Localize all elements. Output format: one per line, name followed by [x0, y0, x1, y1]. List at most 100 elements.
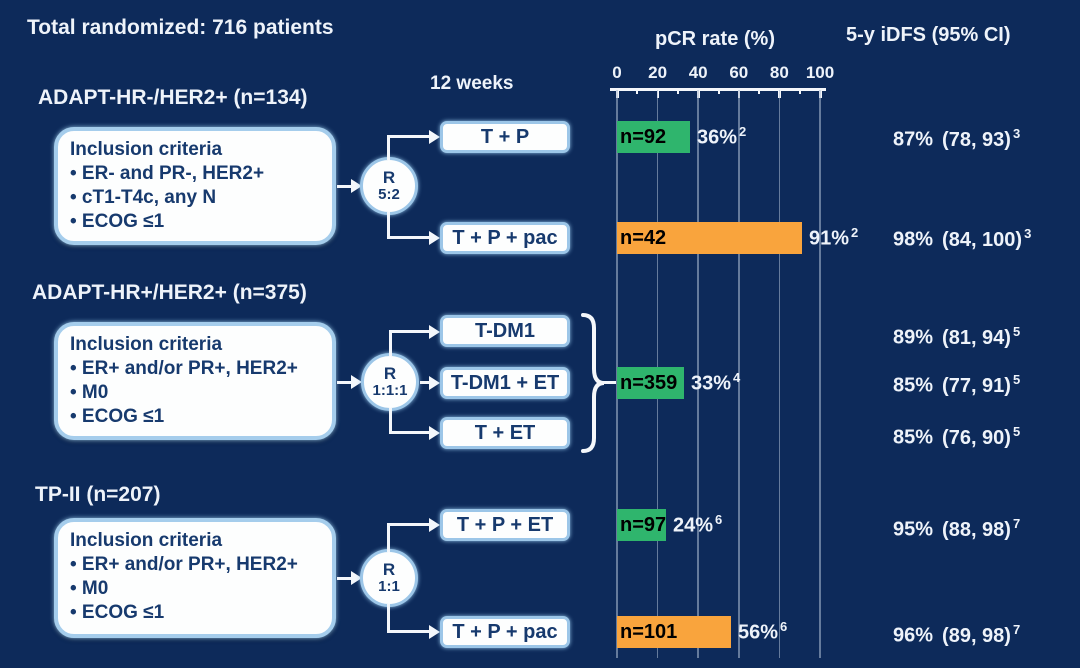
randomization-circle: R 1:1:1	[361, 353, 419, 411]
randomization-ratio: 1:1:1	[372, 382, 408, 400]
gridline	[819, 90, 821, 658]
inclusion-item: • M0	[70, 382, 109, 403]
bar-n-label: n=42	[620, 226, 667, 249]
arrow-head	[351, 179, 362, 193]
footnote-marker: 6	[780, 619, 788, 635]
footnote-marker: 3	[1024, 226, 1032, 241]
elbow-line	[387, 136, 390, 160]
elbow-line	[389, 408, 392, 434]
footnote-marker: 4	[733, 370, 741, 386]
elbow-line	[387, 523, 429, 526]
bar-n-label: n=97	[620, 513, 667, 536]
gridline	[778, 90, 781, 658]
idfs-value: 87%(78, 93)3	[893, 126, 1021, 151]
arrow-line	[337, 381, 352, 384]
treatment-arm-box: T + P + pac	[440, 616, 570, 648]
arrow-line	[337, 577, 352, 580]
randomization-circle: R 1:1	[360, 549, 418, 607]
idfs-value: 98%(84, 100)3	[893, 226, 1032, 251]
footnote-marker: 3	[1012, 126, 1021, 141]
axis-tick-label: 0	[612, 63, 622, 82]
arrow-head	[351, 375, 362, 389]
pooled-arms-brace	[581, 313, 605, 453]
inclusion-box: Inclusion criteria • ER+ and/or PR+, HER…	[54, 518, 336, 638]
pcr-bar: n=42	[617, 222, 802, 254]
arrow-head	[429, 625, 440, 639]
pcr-value-label: 91%2	[809, 225, 859, 250]
randomization-ratio: 5:2	[378, 186, 400, 204]
footnote-marker: 2	[851, 225, 859, 241]
axis-minor-tick	[798, 88, 801, 94]
elbow-line	[389, 431, 429, 434]
elbow-line	[389, 330, 392, 356]
idfs-value: 95%(88, 98)7	[893, 516, 1021, 541]
section-title-adapt-hr-pos: ADAPT-HR+/HER2+ (n=375)	[32, 281, 307, 304]
brace-connector-line	[602, 381, 616, 384]
axis-minor-tick	[717, 88, 720, 94]
pcr-value-label: 56%6	[738, 619, 788, 644]
footnote-marker: 5	[1012, 324, 1021, 339]
randomization-letter: R	[383, 363, 397, 383]
axis-tick-label: 80	[769, 63, 789, 82]
arrow-head	[351, 571, 362, 585]
pcr-bar: n=359	[617, 367, 684, 399]
inclusion-item: • ER+ and/or PR+, HER2+	[70, 358, 298, 379]
elbow-line	[387, 524, 390, 552]
gridline	[738, 90, 740, 658]
axis-minor-tick	[758, 88, 761, 94]
pcr-value-label: 33%4	[691, 370, 741, 395]
randomization-letter: R	[382, 559, 396, 579]
idfs-value: 89%(81, 94)5	[893, 324, 1021, 349]
bar-n-label: n=101	[620, 620, 678, 643]
inclusion-box: Inclusion criteria • ER+ and/or PR+, HER…	[54, 322, 336, 440]
randomization-ratio: 1:1	[378, 578, 400, 596]
bar-n-label: n=359	[620, 371, 678, 394]
inclusion-heading: Inclusion criteria	[70, 530, 223, 551]
footnote-marker: 7	[1012, 516, 1021, 531]
footnote-marker: 6	[715, 512, 723, 528]
pcr-bar-row: n=92 36%2	[617, 121, 746, 153]
pcr-value-label: 24%6	[673, 512, 723, 537]
pcr-value-label: 36%2	[697, 124, 747, 149]
footnote-marker: 5	[1012, 372, 1021, 387]
randomization-letter: R	[382, 167, 396, 187]
inclusion-item: • ER- and PR-, HER2+	[70, 163, 265, 184]
treatment-arm-box: T + P + pac	[440, 222, 570, 254]
arrow-head	[429, 376, 440, 390]
inclusion-box: Inclusion criteria • ER- and PR-, HER2+ …	[54, 127, 336, 245]
axis-tick-label: 60	[729, 63, 749, 82]
pcr-axis-header: pCR rate (%)	[654, 28, 775, 50]
page-title: Total randomized: 716 patients	[27, 16, 334, 39]
treatment-arm-box: T + P + ET	[440, 509, 570, 541]
treatment-arm-box: T + P	[440, 121, 570, 153]
elbow-line	[387, 604, 390, 632]
inclusion-heading: Inclusion criteria	[70, 334, 223, 355]
section-title-tp2: TP-II (n=207)	[35, 483, 161, 506]
idfs-value: 85%(77, 91)5	[893, 372, 1021, 397]
arrow-line	[337, 185, 352, 188]
pcr-bar-row: n=42 91%2	[617, 222, 858, 254]
arrow-head	[429, 518, 440, 532]
arrow-line	[420, 381, 429, 384]
treatment-arm-box: T-DM1 + ET	[440, 367, 570, 399]
footnote-marker: 7	[1012, 622, 1021, 637]
pcr-bar: n=92	[617, 121, 690, 153]
footnote-marker: 2	[739, 124, 747, 140]
pcr-bar: n=101	[617, 616, 731, 648]
elbow-line	[389, 330, 429, 333]
elbow-line	[387, 236, 429, 239]
footnote-marker: 5	[1012, 424, 1021, 439]
inclusion-item: • M0	[70, 578, 109, 599]
idfs-value: 85%(76, 90)5	[893, 424, 1021, 449]
elbow-line	[387, 212, 390, 238]
pcr-bar-row: n=359 33%4	[617, 367, 740, 399]
inclusion-item: • ECOG ≤1	[70, 406, 165, 427]
inclusion-item: • ECOG ≤1	[70, 602, 165, 623]
elbow-line	[387, 630, 429, 633]
arrow-head	[429, 130, 440, 144]
axis-minor-tick	[676, 88, 679, 94]
bar-n-label: n=92	[620, 125, 667, 148]
randomization-circle: R 5:2	[360, 157, 418, 215]
treatment-arm-box: T-DM1	[440, 315, 570, 347]
axis-tick-label: 100	[805, 63, 835, 82]
